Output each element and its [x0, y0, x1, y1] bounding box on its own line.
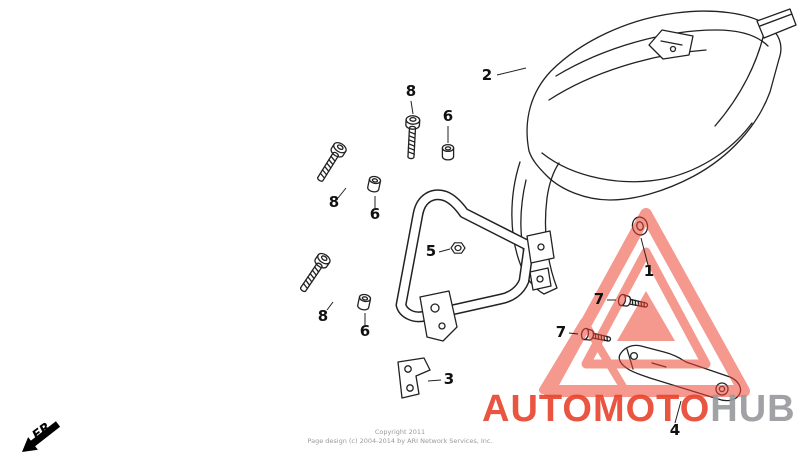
callout-2: 2: [482, 66, 492, 84]
muffler-assembly: [526, 8, 797, 201]
muffler-crease-mid: [548, 49, 707, 101]
muffler-top-bracket: [648, 29, 694, 60]
leader-line-3: [427, 379, 442, 382]
bolt-8-middle: [313, 139, 349, 185]
watermark-triangle-solid: [617, 291, 675, 341]
bracket-3-hole-2: [406, 384, 414, 392]
callout-7-upper: 7: [594, 290, 604, 308]
guard-plate-right-hole: [537, 243, 545, 251]
footer-copyright-line2: Page design (c) 2004-2014 by ARI Network…: [307, 437, 492, 445]
leader-line-4: [674, 400, 682, 424]
front-arrow-icon: [22, 421, 61, 452]
bolt-8-top: [403, 114, 421, 160]
muffler-guard-pipe: [395, 189, 555, 342]
nut-5-hex: [450, 242, 466, 254]
leader-line-5: [438, 248, 451, 253]
bracket-3-hole-1: [404, 365, 412, 373]
watermark-logo: [539, 208, 750, 397]
muffler-crease-top: [555, 29, 769, 77]
muffler-top-bracket-hole: [669, 45, 677, 53]
callout-5: 5: [426, 242, 436, 260]
callout-6-middle: 6: [370, 205, 380, 223]
muffler-top-bracket-slot: [660, 40, 683, 46]
muffler-crease-bottom: [541, 122, 753, 183]
heat-shield-tab-lower: [529, 267, 552, 291]
leader-line-8-bottom: [326, 301, 334, 311]
callout-1: 1: [644, 262, 654, 280]
collar-6-middle: [366, 174, 382, 194]
brand-wordmark: AUTOMOTOHUB: [482, 388, 796, 430]
front-direction-indicator: FR.: [22, 417, 61, 452]
nut-5-hole: [454, 244, 462, 252]
guard-plate-hole-1: [430, 303, 440, 313]
heat-shield-outline: [511, 161, 560, 295]
nut-5: [450, 242, 466, 254]
guard-mount-plate-right: [526, 230, 555, 264]
guard-mount-plate-bottom: [419, 290, 458, 342]
heat-shield: [511, 161, 560, 295]
bolt-8-bottom: [296, 250, 333, 296]
callout-6-top: 6: [443, 107, 453, 125]
muffler-endcap-line: [714, 28, 766, 127]
leader-line-8-middle: [337, 187, 347, 199]
callout-8-top: 8: [406, 82, 416, 100]
muffler-body-outline: [526, 10, 782, 201]
callout-3: 3: [444, 370, 454, 388]
bracket-3-outline: [397, 357, 431, 399]
callout-8-middle: 8: [329, 193, 339, 211]
brand-wordmark-hub: HUB: [710, 388, 795, 430]
bracket-3: [397, 357, 431, 399]
watermark-triangle-middle: [581, 247, 711, 369]
collar-6-bottom: [356, 292, 372, 312]
bracket-4-hole-small: [629, 351, 639, 361]
guard-tube-inner: [397, 190, 533, 321]
leader-line-2: [496, 67, 527, 76]
callout-labels: 2 8 6 8 6 5 8 6 3 1 7 7 4: [318, 66, 680, 439]
leader-lines: [326, 67, 682, 424]
watermark-triangle-left: [539, 318, 629, 394]
callout-7-lower: 7: [556, 323, 566, 341]
footer: Copyright 2011 Page design (c) 2004-2014…: [307, 428, 492, 445]
footer-copyright-line1: Copyright 2011: [375, 428, 425, 436]
callout-4: 4: [670, 421, 680, 439]
guard-plate-hole-2: [438, 322, 446, 330]
heat-shield-tab-lower-hole: [536, 275, 544, 283]
collar-6-top: [441, 143, 455, 161]
tail-pipe-line: [759, 13, 793, 27]
leader-line-8-top: [410, 100, 414, 115]
callout-8-bottom: 8: [318, 307, 328, 325]
brand-wordmark-automoto: AUTOMOTO: [482, 388, 710, 430]
leader-line-1: [640, 237, 649, 266]
leader-line-7-lower: [568, 332, 579, 335]
watermark-triangle-large: [543, 208, 750, 397]
callout-6-bottom: 6: [360, 322, 370, 340]
